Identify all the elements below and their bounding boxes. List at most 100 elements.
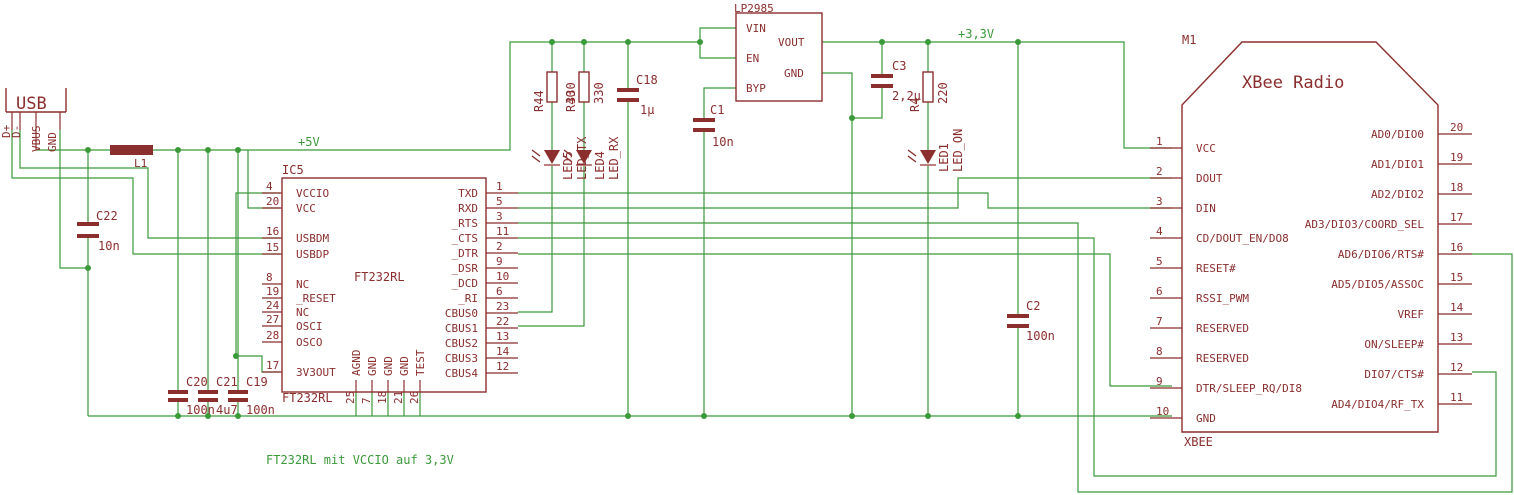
pin-name: RXD — [458, 202, 478, 215]
pin-number: 1 — [1156, 135, 1163, 148]
r44-ref: R44 — [532, 90, 546, 112]
pin-name: RESERVED — [1196, 352, 1249, 365]
regulator-pin-en: EN — [746, 52, 759, 65]
pin-number: 13 — [1450, 331, 1463, 344]
pin-number: 3 — [496, 210, 503, 223]
led4-ref: LED4 — [593, 151, 607, 180]
pin-name: RESERVED — [1196, 322, 1249, 335]
pin-number: 8 — [1156, 345, 1163, 358]
pin-number: 9 — [496, 255, 503, 268]
pin-name: _RESET — [296, 292, 336, 305]
pin-name: CBUS3 — [445, 352, 478, 365]
pin-number: 16 — [266, 225, 279, 238]
ic-ft232rl: IC5 FT232RL FT232RL 4VCCIO20VCC16USBDM15… — [262, 163, 518, 405]
c18-ref: C18 — [636, 73, 658, 87]
c3-ref: C3 — [892, 59, 906, 73]
pin-name: DIO7/CTS# — [1364, 368, 1424, 381]
pin-name: DTR/SLEEP_RQ/DI8 — [1196, 382, 1302, 395]
usb-pin-gnd: GND — [46, 132, 59, 152]
capacitor-c3: C3 2,2µ — [871, 59, 921, 103]
schematic-note: FT232RL mit VCCIO auf 3,3V — [266, 453, 454, 467]
pin-name: _DTR — [452, 247, 479, 260]
ic5-right-pins: 1TXD5RXD3_RTS11_CTS2_DTR9_DSR10_DCD6_RI2… — [445, 180, 518, 380]
pin-name: GND — [1196, 412, 1216, 425]
pin-name: AD4/DIO4/RF_TX — [1331, 398, 1424, 411]
resistor-r44: R44 330 — [532, 71, 578, 112]
usb-connector: USB D+ D- VBUS GND — [0, 88, 67, 153]
pin-name: _CTS — [452, 232, 479, 245]
pin-number: 12 — [1450, 361, 1463, 374]
pin-name: CBUS0 — [445, 307, 478, 320]
inductor-ref: L1 — [134, 157, 147, 170]
pin-number: 24 — [266, 299, 280, 312]
pin-number: 14 — [1450, 301, 1464, 314]
xbee-value: XBEE — [1184, 435, 1213, 449]
pin-name: GND — [398, 356, 411, 376]
pin-name: CBUS4 — [445, 367, 478, 380]
c20-ref: C20 — [186, 375, 208, 389]
c22-ref: C22 — [96, 209, 118, 223]
pin-number: 5 — [1156, 255, 1163, 268]
c22-value: 10n — [98, 239, 120, 253]
pin-number: 19 — [1450, 151, 1463, 164]
pin-number: 7 — [1156, 315, 1163, 328]
capacitor-c19: C19 100n — [228, 375, 275, 417]
pin-number: 9 — [1156, 375, 1163, 388]
usb-pin-vbus: VBUS — [30, 126, 43, 153]
capacitor-c20: C20 100n — [168, 375, 215, 417]
pin-number: 15 — [266, 241, 279, 254]
pin-number: 10 — [496, 270, 509, 283]
pin-name: AD6/DIO6/RTS# — [1338, 248, 1424, 261]
pin-name: AD1/DIO1 — [1371, 158, 1424, 171]
r4-ref: R4 — [908, 98, 922, 112]
led4-label: LED_RX — [607, 136, 621, 180]
pin-number: 6 — [1156, 285, 1163, 298]
pin-number: 23 — [496, 300, 509, 313]
net-label-3v3: +3,3V — [958, 27, 994, 41]
inductor-l1: L1 — [110, 145, 153, 170]
pin-number: 1 — [496, 180, 503, 193]
ic5-ref: IC5 — [282, 163, 304, 177]
ic5-part: FT232RL — [282, 391, 333, 405]
ic5-left-pins: 4VCCIO20VCC16USBDM15USBDP8NC19_RESET24NC… — [262, 180, 336, 379]
pin-name: RSSI_PWM — [1196, 292, 1249, 305]
c2-value: 100n — [1026, 329, 1055, 343]
wires — [11, 27, 1513, 493]
pin-number: 10 — [1156, 405, 1169, 418]
c21-ref: C21 — [216, 375, 238, 389]
regulator-pin-vout: VOUT — [778, 36, 805, 49]
pin-name: DIN — [1196, 202, 1216, 215]
pin-name: RESET# — [1196, 262, 1236, 275]
xbee-left-pins: 1VCC2DOUT3DIN4CD/DOUT_EN/DO85RESET#6RSSI… — [1150, 135, 1302, 425]
c19-ref: C19 — [246, 375, 268, 389]
resistor-r4: R4 220 — [908, 71, 950, 112]
regulator-pin-gnd: GND — [784, 67, 804, 80]
usb-title: USB — [16, 94, 47, 114]
c2-ref: C2 — [1026, 299, 1040, 313]
pin-name: AD5/DIO5/ASSOC — [1331, 278, 1424, 291]
xbee-title: XBee Radio — [1242, 73, 1344, 93]
pin-name: _RTS — [452, 217, 479, 230]
pin-number: 12 — [496, 360, 509, 373]
pin-number: 17 — [1450, 211, 1463, 224]
capacitor-c1: C1 10n — [693, 103, 734, 149]
c1-value: 10n — [712, 135, 734, 149]
pin-name: AD2/DIO2 — [1371, 188, 1424, 201]
junctions — [85, 39, 1021, 419]
pin-number: 18 — [376, 391, 389, 404]
pin-number: 2 — [1156, 165, 1163, 178]
regulator-lp2985: LP2985 VIN EN BYP VOUT GND — [734, 2, 823, 102]
pin-name: 3V3OUT — [296, 366, 336, 379]
pin-name: _RI — [458, 292, 478, 305]
pin-number: 18 — [1450, 181, 1463, 194]
pin-name: VCC — [296, 202, 316, 215]
pin-name: OSCO — [296, 336, 323, 349]
led5-ref: LED5 — [561, 151, 575, 180]
pin-number: 4 — [1156, 225, 1163, 238]
pin-number: 4 — [266, 180, 273, 193]
pin-name: ON/SLEEP# — [1364, 338, 1424, 351]
pin-number: 11 — [496, 225, 509, 238]
resistor-r40: R40 330 — [564, 71, 606, 112]
r44-value: 330 — [564, 82, 578, 104]
